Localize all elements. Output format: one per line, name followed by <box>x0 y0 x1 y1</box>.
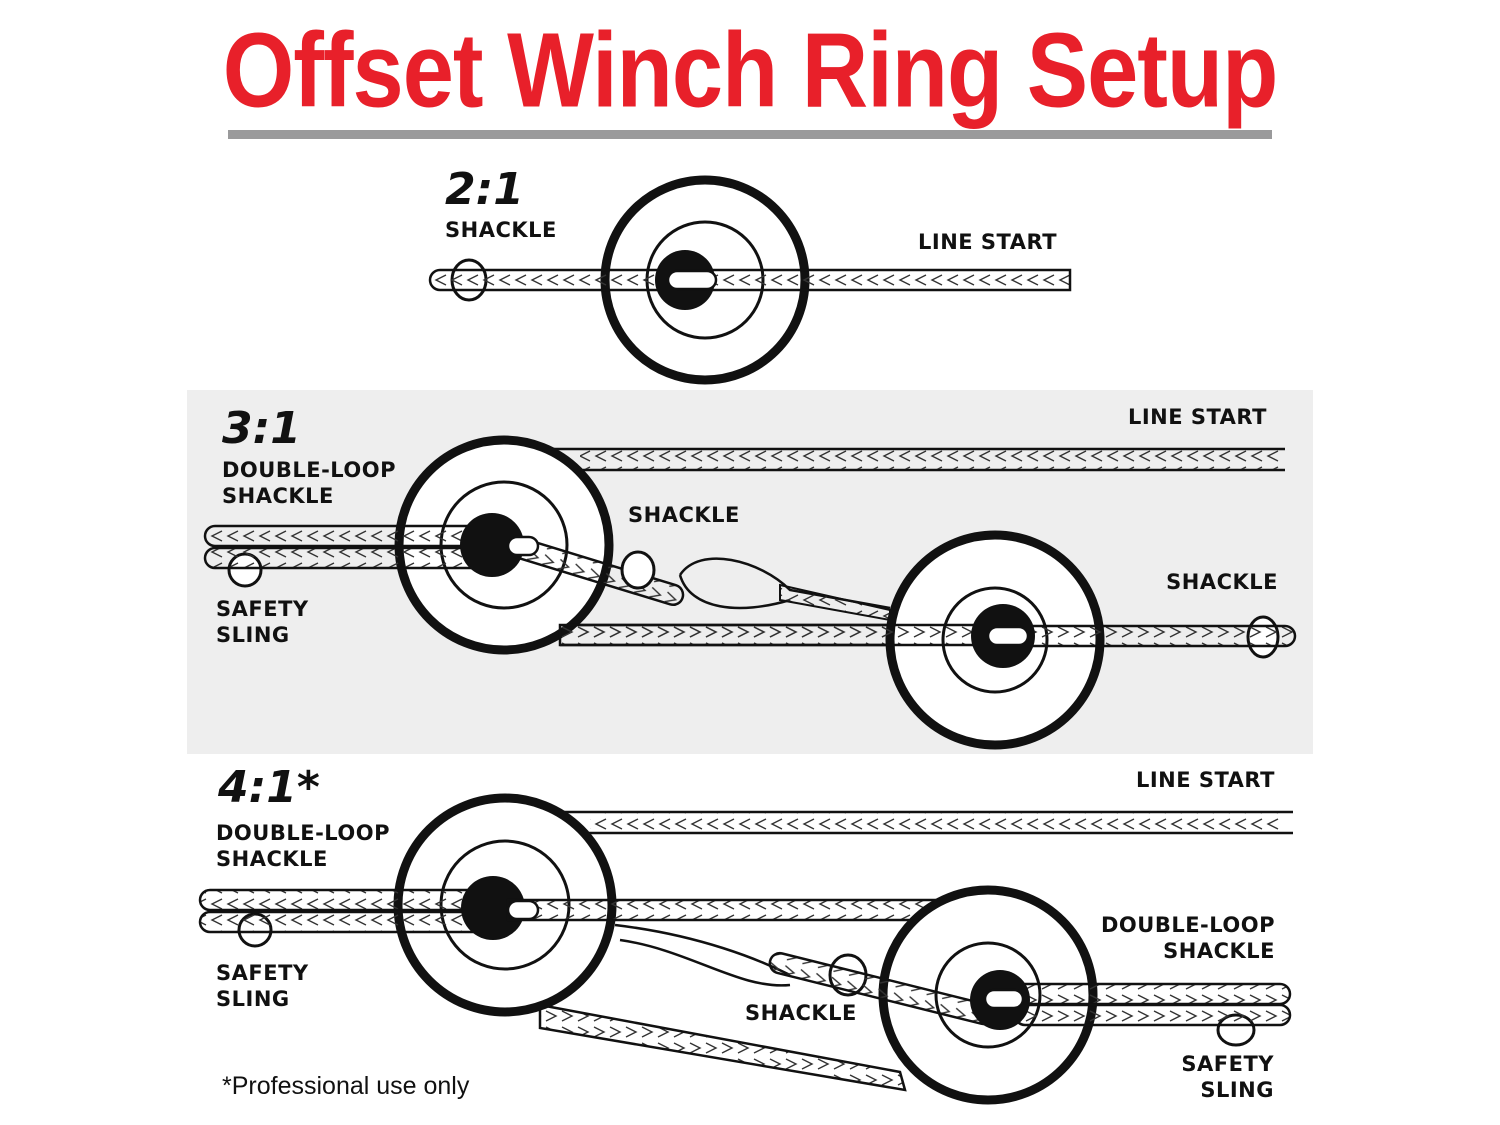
label-shackle-mid: SHACKLE <box>628 503 740 527</box>
mid-shackle-icon <box>620 550 656 590</box>
ratio-2-1: 2:1 <box>445 164 524 215</box>
diagram-4-1 <box>198 793 1293 1105</box>
label-safety-sling-left: SAFETY SLING <box>216 961 309 1011</box>
label-double-loop-shackle-right: DOUBLE-LOOP SHACKLE <box>1100 913 1275 963</box>
label-safety-sling: SAFETY SLING <box>216 597 309 647</box>
title-underline <box>228 130 1272 139</box>
ratio-3-1: 3:1 <box>222 403 301 454</box>
diagram-3-1 <box>203 435 1297 750</box>
page-title: Offset Winch Ring Setup <box>222 12 1279 130</box>
label-line-start: LINE START <box>1127 405 1267 429</box>
label-shackle: SHACKLE <box>445 218 557 242</box>
rope-right <box>698 268 1072 292</box>
ring-hub-left <box>461 876 525 940</box>
diagram-2-1 <box>428 175 1072 385</box>
label-safety-sling-right: SAFETY SLING <box>1181 1052 1274 1102</box>
label-line-start: LINE START <box>1135 768 1275 792</box>
label-line-start: LINE START <box>918 230 1058 254</box>
label-double-loop-shackle: DOUBLE-LOOP SHACKLE <box>222 458 397 508</box>
rope-left <box>428 268 682 292</box>
ring-hub-left <box>460 513 524 577</box>
footnote: *Professional use only <box>222 1072 470 1100</box>
label-shackle: SHACKLE <box>745 1001 857 1025</box>
label-double-loop-shackle-left: DOUBLE-LOOP SHACKLE <box>216 821 391 871</box>
ratio-4-1: 4:1* <box>218 762 320 813</box>
label-shackle-right: SHACKLE <box>1166 570 1278 594</box>
